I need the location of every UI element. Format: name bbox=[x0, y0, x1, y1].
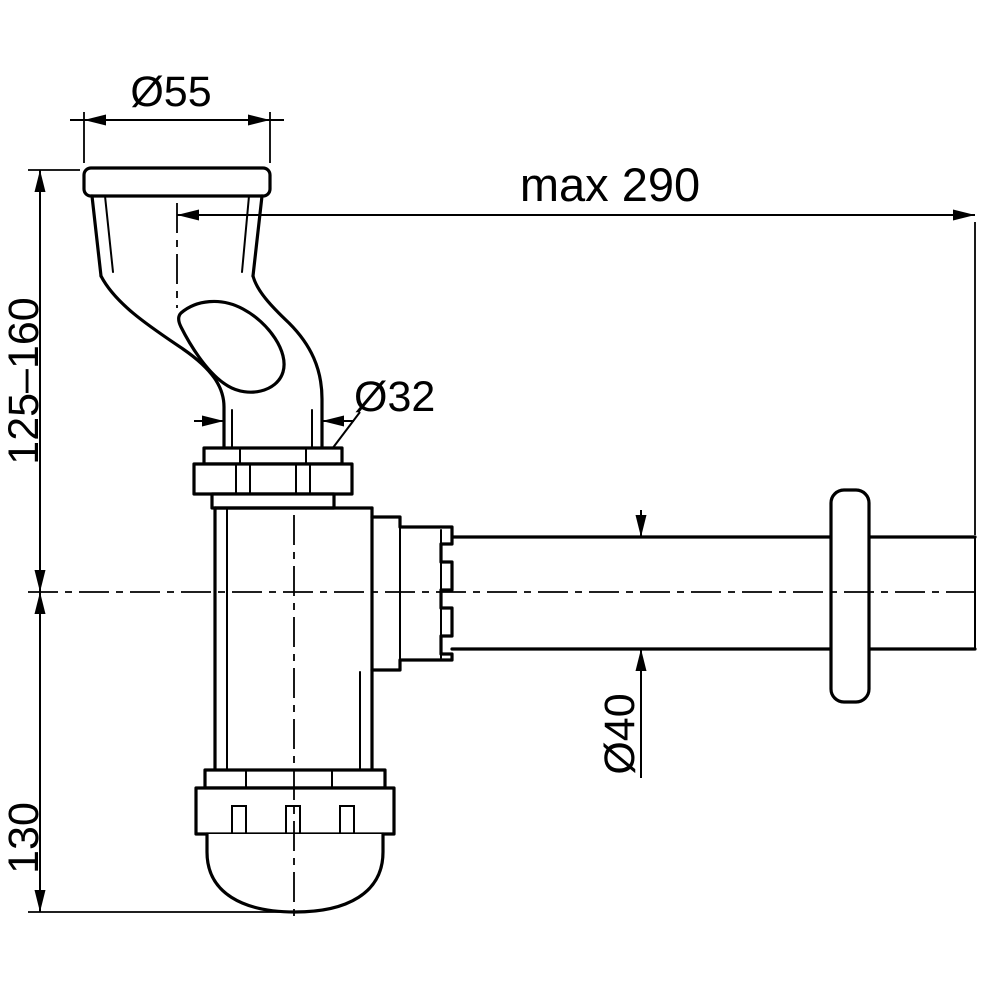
ring-nut-main-band bbox=[194, 786, 396, 836]
arrow-right-icon bbox=[202, 415, 224, 427]
offset-opening bbox=[177, 299, 286, 394]
arrow-up-icon bbox=[635, 649, 647, 671]
nut-bottom-band bbox=[210, 492, 336, 510]
dim-pipe-diameter: Ø32 bbox=[194, 373, 435, 450]
centerlines bbox=[28, 203, 978, 922]
dim-outlet-diameter: Ø40 bbox=[596, 510, 647, 778]
wall-flange bbox=[829, 488, 871, 704]
dim-label-outlet-diameter: Ø40 bbox=[596, 693, 644, 774]
cup-wall-right bbox=[251, 194, 264, 278]
offset-bend-left bbox=[99, 274, 226, 454]
dim-label-pipe-diameter: Ø32 bbox=[354, 373, 435, 421]
cup-wall-left bbox=[90, 194, 103, 278]
flange-disc bbox=[829, 488, 871, 704]
ring-nut-marks bbox=[245, 769, 333, 789]
dim-label-height-range: 125–160 bbox=[0, 297, 48, 464]
union-nut-top bbox=[192, 446, 354, 510]
arrow-up-icon bbox=[34, 170, 46, 192]
ring-nut-top-band bbox=[203, 768, 387, 790]
arrow-up-icon bbox=[34, 592, 46, 614]
dim-inlet-diameter: Ø55 bbox=[70, 68, 284, 163]
trap-cup bbox=[205, 832, 385, 914]
nut-slots bbox=[235, 447, 311, 495]
trap-ring-nut bbox=[194, 768, 396, 836]
nut-main-band bbox=[192, 462, 354, 496]
cup-wall-left-inner bbox=[104, 195, 114, 273]
arrow-down-icon bbox=[635, 515, 647, 537]
inlet-gasket bbox=[82, 166, 272, 198]
dim-label-inlet-diameter: Ø55 bbox=[130, 68, 211, 116]
cup-wall-right-inner bbox=[241, 195, 250, 273]
arrow-left-icon bbox=[177, 209, 199, 221]
dim-label-trap-height: 130 bbox=[0, 802, 48, 874]
dim-height-range: 125–160 bbox=[0, 169, 80, 592]
arrow-down-icon bbox=[34, 890, 46, 912]
arrow-right-icon bbox=[953, 209, 975, 221]
dim-max-length: max 290 bbox=[177, 158, 976, 535]
offset-bend-right bbox=[251, 274, 324, 454]
outlet-pipe bbox=[450, 535, 977, 651]
arrow-right-icon bbox=[248, 114, 270, 126]
arrow-left-icon bbox=[84, 114, 106, 126]
dim-trap-height: 130 bbox=[0, 592, 295, 913]
dim-label-max-length: max 290 bbox=[520, 158, 700, 211]
inlet-assembly bbox=[82, 166, 324, 454]
arrow-down-icon bbox=[34, 570, 46, 592]
nut-top-band bbox=[202, 446, 344, 466]
arrow-left-icon bbox=[322, 415, 344, 427]
branch-union-nut bbox=[370, 515, 454, 672]
dim-leader-line bbox=[331, 411, 361, 450]
branch-nut-detail bbox=[399, 526, 442, 661]
